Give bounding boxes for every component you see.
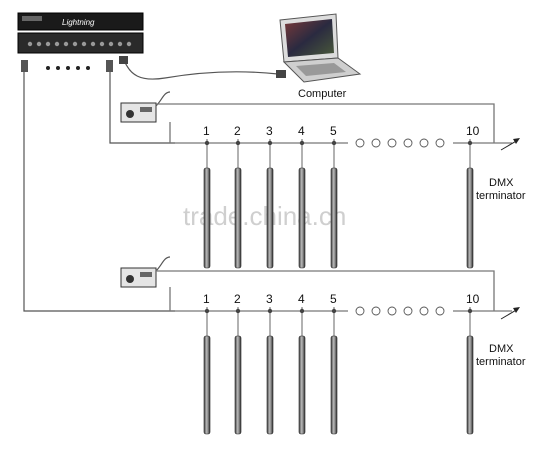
fixture-number: 2 (234, 124, 241, 138)
connector-icon (331, 308, 337, 314)
fixture-row-1: DMX terminator 1 2 3 4 5 10 (120, 91, 526, 269)
led-tube-fixture: 10 (466, 292, 480, 435)
led-tube-fixture: 5 (330, 292, 338, 435)
usb-plug-icon (119, 56, 128, 64)
power-cord (155, 256, 171, 272)
computer-label: Computer (298, 88, 347, 100)
led-tube (298, 167, 306, 269)
ellipsis-circle (419, 306, 429, 316)
port-icon (27, 41, 33, 47)
dmx-connector-right (106, 60, 113, 72)
fixture-number: 10 (466, 292, 480, 306)
power-bus (156, 270, 495, 311)
ellipsis-circle (403, 306, 413, 316)
ellipsis-circle (355, 306, 365, 316)
laptop-icon (279, 13, 362, 83)
led-tube-fixture: 10 (466, 124, 480, 269)
port-icon (36, 41, 42, 47)
connector-icon (299, 140, 305, 146)
led-tube (203, 335, 211, 435)
led-tube-fixture: 4 (298, 124, 306, 269)
lightning-controller: Lightning (17, 12, 144, 31)
connector-icon (467, 308, 473, 314)
usb-plug-icon (276, 70, 286, 78)
port-icon (72, 41, 78, 47)
connector-icon (204, 308, 210, 314)
led-tube-fixture: 2 (234, 124, 242, 269)
led-tube (266, 167, 274, 269)
port-icon (99, 41, 105, 47)
connector-icon (267, 140, 273, 146)
connector-icon (467, 140, 473, 146)
ellipsis-circle (403, 138, 413, 148)
led-tube-fixture: 1 (203, 292, 211, 435)
power-supply-box (120, 102, 157, 123)
led-tube (466, 335, 474, 435)
port-icon (54, 41, 60, 47)
led-tube (234, 167, 242, 269)
connector-icon (204, 140, 210, 146)
dmx-terminator-label-2: terminator (476, 356, 526, 368)
port-icon (108, 41, 114, 47)
fixture-number: 4 (298, 124, 305, 138)
ellipsis-circle (419, 138, 429, 148)
fixture-row-2: DMX terminator 1 2 3 4 5 10 (120, 256, 526, 435)
fixture-number: 5 (330, 292, 337, 306)
port-icon (45, 41, 51, 47)
dmx-connector-left (21, 60, 28, 72)
port-icon (117, 41, 123, 47)
ellipsis-circle (371, 138, 381, 148)
ellipsis-circle (355, 138, 365, 148)
connector-icon (299, 308, 305, 314)
led-tube (298, 335, 306, 435)
connector-icon (331, 140, 337, 146)
fixture-number: 4 (298, 292, 305, 306)
led-tube-fixture: 4 (298, 292, 306, 435)
fixture-number: 10 (466, 124, 480, 138)
dmx-terminator-label-2: terminator (476, 190, 526, 202)
ellipsis-circle (435, 138, 445, 148)
led-tube-fixture: 3 (266, 124, 274, 269)
dmx-line-to-row-1 (109, 72, 175, 144)
dmx-terminator-label-1: DMX (489, 177, 514, 189)
led-tube (234, 335, 242, 435)
led-tube (330, 167, 338, 269)
dmx-line-to-row-2 (23, 72, 175, 312)
led-tube-fixture: 2 (234, 292, 242, 435)
port-icon (126, 41, 132, 47)
ellipsis-circle (371, 306, 381, 316)
power-supply-box (120, 267, 157, 288)
fixture-number: 5 (330, 124, 337, 138)
fixture-number: 1 (203, 292, 210, 306)
ellipsis-circle (387, 306, 397, 316)
power-bus (156, 103, 495, 143)
ellipsis-dots (46, 66, 90, 70)
port-icon (81, 41, 87, 47)
connector-icon (267, 308, 273, 314)
fixture-number: 1 (203, 124, 210, 138)
dmx-terminator-label-1: DMX (489, 343, 514, 355)
port-icon (90, 41, 96, 47)
usb-cable (123, 59, 279, 80)
led-tube (203, 167, 211, 269)
led-tube (330, 335, 338, 435)
dmx-splitter-unit (17, 32, 144, 54)
connector-icon (235, 308, 241, 314)
led-tube-fixture: 1 (203, 124, 211, 269)
led-tube (466, 167, 474, 269)
controller-brand-label: Lightning (62, 18, 95, 27)
connector-icon (235, 140, 241, 146)
ellipsis-circle (435, 306, 445, 316)
ellipsis-circle (387, 138, 397, 148)
fixture-number: 3 (266, 292, 273, 306)
led-tube (266, 335, 274, 435)
led-tube-fixture: 3 (266, 292, 274, 435)
port-icon (63, 41, 69, 47)
led-tube-fixture: 5 (330, 124, 338, 269)
fixture-number: 3 (266, 124, 273, 138)
fixture-number: 2 (234, 292, 241, 306)
